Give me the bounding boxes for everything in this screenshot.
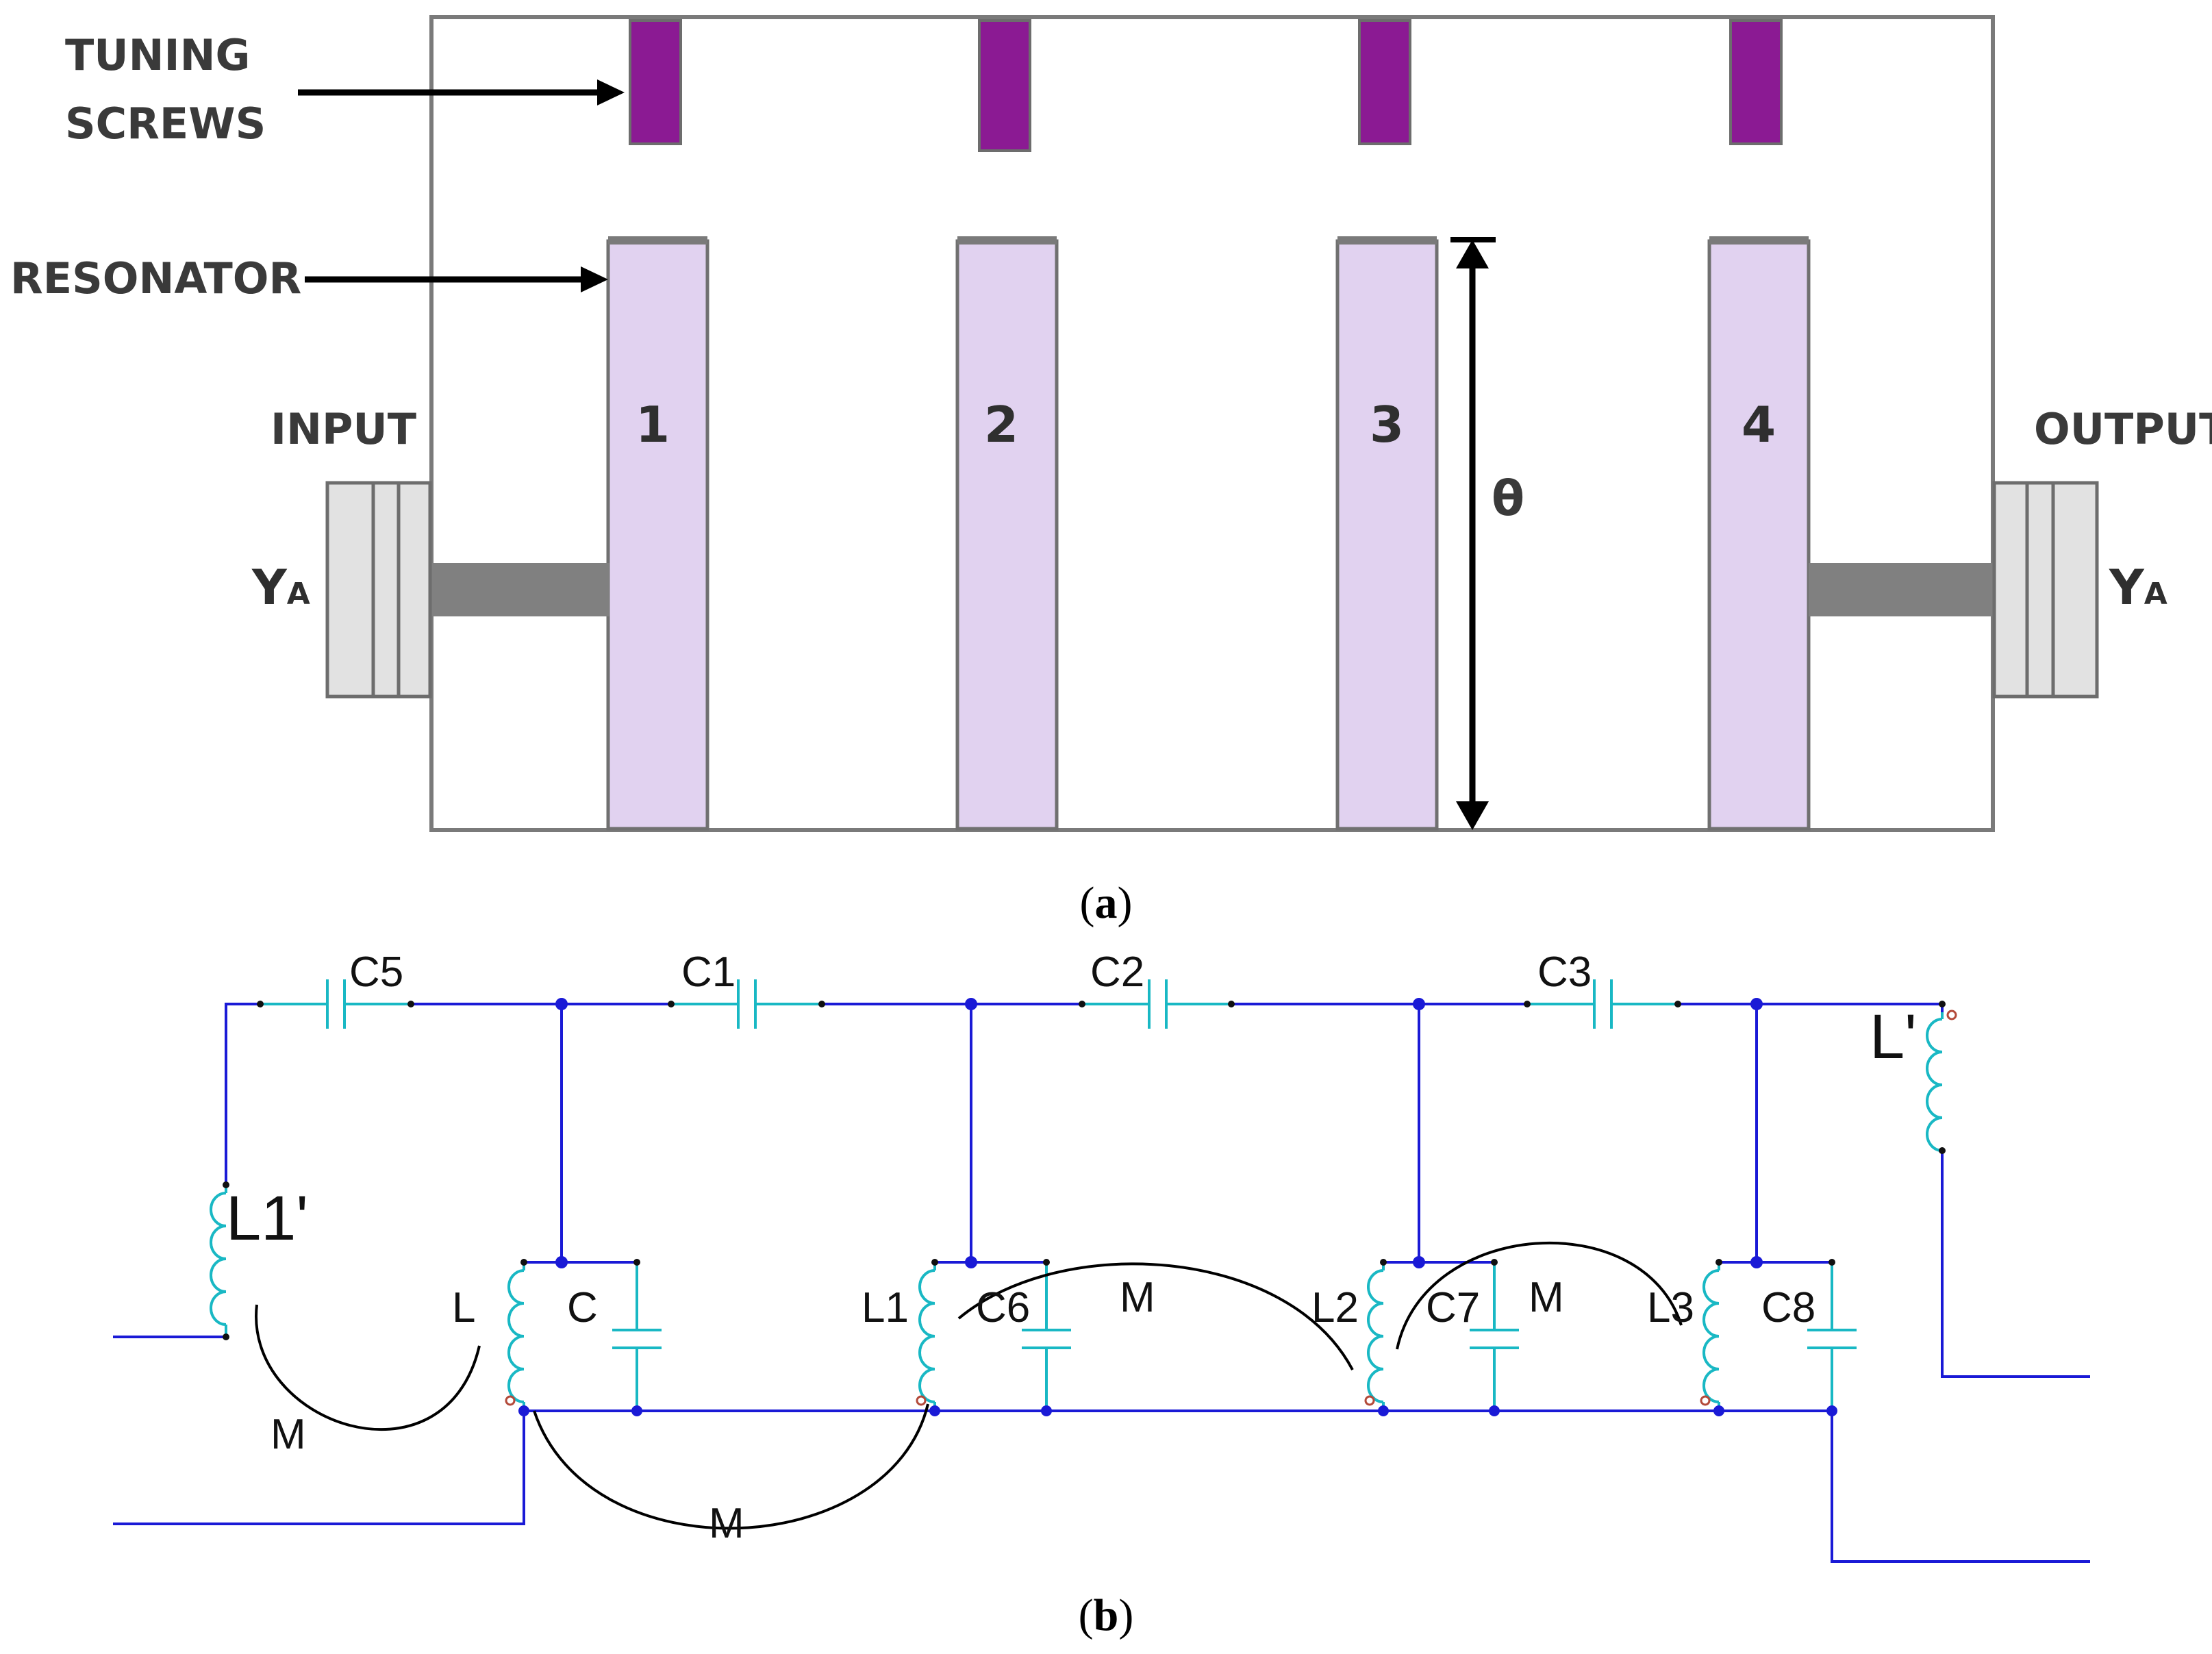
inductor-l2: [1367, 1262, 1385, 1411]
label-c8: C8: [1761, 1284, 1815, 1331]
inductor-l1-prime: [210, 1185, 227, 1337]
capacitor-c8: [1807, 1262, 1857, 1411]
label-l: L: [452, 1284, 475, 1331]
polarity-marks: [505, 1010, 1957, 1406]
theta-label: θ: [1492, 471, 1524, 527]
tuning-screws-label-line2: SCREWS: [65, 99, 266, 149]
mutual-arc-4: [1396, 1242, 1683, 1350]
capacitor-c3: [1527, 979, 1678, 1029]
resonator-3: [1335, 239, 1439, 831]
label-c3: C3: [1537, 949, 1592, 996]
capacitor-c2: [1082, 979, 1231, 1029]
label-c7: C7: [1426, 1284, 1480, 1331]
tuning-screw-4: [1729, 19, 1783, 145]
caption-a: (a): [1080, 878, 1133, 928]
tuning-screw-2: [978, 19, 1031, 152]
resonator-4-top: [1709, 236, 1809, 245]
tuning-screw-1: [629, 19, 682, 145]
input-label: INPUT: [271, 404, 416, 454]
capacitor-c5: [260, 979, 411, 1029]
resonator-2: [955, 239, 1059, 831]
label-mutual-2: M: [709, 1500, 744, 1547]
resonator-3-top: [1337, 236, 1437, 245]
top-rail: [225, 1003, 1944, 1185]
resonator-number-2: 2: [984, 396, 1018, 453]
output-feed-line: [1809, 563, 1994, 616]
label-l1: L1: [862, 1284, 909, 1331]
label-l-prime: L': [1870, 1002, 1917, 1072]
resonator-1: [606, 239, 709, 831]
capacitor-c6: [1022, 1262, 1071, 1411]
resonator-number-4: 4: [1742, 396, 1776, 453]
tuning-screws-arrow: [298, 79, 625, 105]
resonator-number-3: 3: [1370, 396, 1404, 453]
resonator-number-1: 1: [636, 396, 670, 453]
tuning-screws-label-line1: TUNING: [65, 30, 250, 80]
capacitor-c: [612, 1262, 662, 1411]
label-mutual-3: M: [1120, 1274, 1155, 1321]
tuning-screw-3: [1358, 19, 1411, 145]
label-c5: C5: [349, 949, 403, 996]
inductor-l3: [1702, 1262, 1720, 1411]
label-c6: C6: [976, 1284, 1030, 1331]
resonator-1-top: [608, 236, 707, 245]
terminal-dots: [223, 1001, 1946, 1340]
caption-b: (b): [1079, 1590, 1134, 1640]
input-feed-line: [430, 563, 609, 616]
inductor-l-prime: [1926, 1012, 1944, 1152]
output-connector: [1992, 481, 2099, 699]
resonator-arrow: [305, 266, 608, 292]
label-c: C: [567, 1284, 598, 1331]
diagram-a: 1 2 3 4 TUNING SCREWS RESONATOR INPUT OU…: [10, 15, 2212, 928]
label-c2: C2: [1090, 949, 1144, 996]
label-l2: L2: [1311, 1284, 1359, 1331]
ya-input-label: YA: [251, 560, 310, 616]
label-l1-prime: L1': [226, 1183, 308, 1253]
resonator-4: [1707, 239, 1811, 831]
output-lower-wire: [1831, 1411, 2090, 1563]
junction-nodes: [518, 998, 1837, 1416]
resonator-label: RESONATOR: [10, 253, 301, 303]
mutual-arc-3: [957, 1262, 1354, 1370]
diagram-b: C5 C1 C2 C3 L L1 L2 L3 C C6 C7 C8 L1' L'…: [113, 949, 2090, 1640]
resonator-2-top: [957, 236, 1057, 245]
output-label: OUTPUT: [2034, 404, 2212, 454]
capacitor-c7: [1470, 1262, 1519, 1411]
label-mutual-1: M: [271, 1411, 306, 1458]
capacitor-c1: [671, 979, 822, 1029]
ya-output-label: YA: [2109, 560, 2167, 616]
input-connector: [325, 481, 432, 699]
inductor-l1: [918, 1262, 936, 1411]
output-upper-wire: [1941, 1151, 2090, 1378]
label-c1: C1: [681, 949, 736, 996]
inductor-l: [507, 1262, 525, 1411]
mutual-arc-1: [255, 1304, 481, 1431]
mutual-arc-2: [533, 1403, 929, 1530]
label-mutual-4: M: [1529, 1274, 1564, 1321]
theta-dimension-arrow: [1450, 237, 1496, 830]
input-lower-wire: [113, 1411, 525, 1525]
label-l3: L3: [1647, 1284, 1694, 1331]
